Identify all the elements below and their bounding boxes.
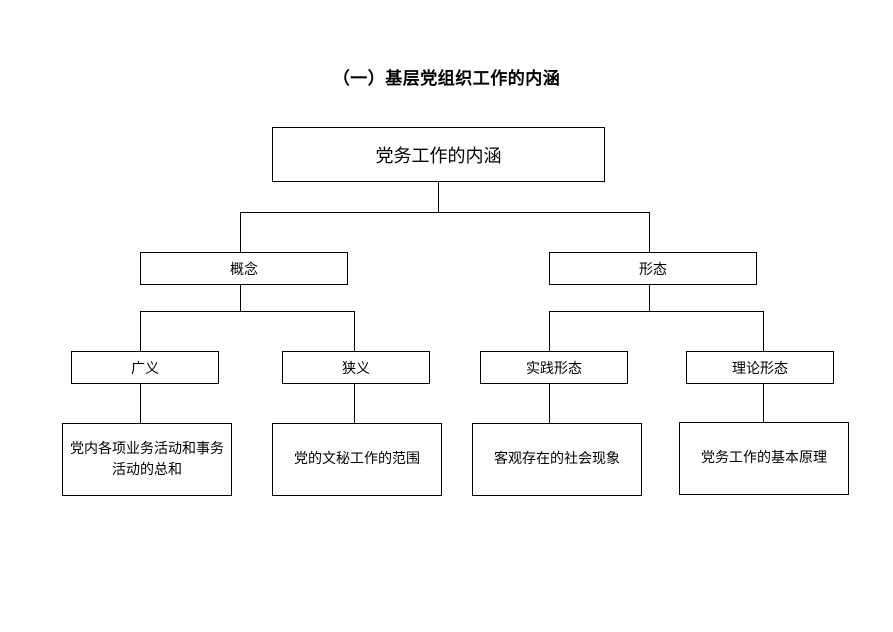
form-node-label: 形态 xyxy=(639,261,667,278)
broad-sense-detail-node: 党内各项业务活动和事务活动的总和 xyxy=(62,423,232,496)
theoretical-form-detail: 党务工作的基本原理 xyxy=(701,450,827,466)
practical-form-detail-node: 客观存在的社会现象 xyxy=(472,423,642,496)
broad-sense-label: 广义 xyxy=(131,360,159,377)
diagram-title: （一）基层党组织工作的内涵 xyxy=(332,69,561,89)
theoretical-form-node: 理论形态 xyxy=(686,351,834,384)
form-node: 形态 xyxy=(549,252,757,285)
narrow-sense-node: 狭义 xyxy=(282,351,430,384)
narrow-sense-detail: 党的文秘工作的范围 xyxy=(294,451,420,467)
narrow-sense-detail-node: 党的文秘工作的范围 xyxy=(272,423,442,496)
theoretical-form-detail-node: 党务工作的基本原理 xyxy=(679,422,849,495)
root-node: 党务工作的内涵 xyxy=(272,127,605,182)
narrow-sense-label: 狭义 xyxy=(342,360,370,377)
practical-form-node: 实践形态 xyxy=(480,351,628,384)
concept-node-label: 概念 xyxy=(230,261,258,278)
practical-form-label: 实践形态 xyxy=(526,360,582,377)
root-node-label: 党务工作的内涵 xyxy=(375,145,502,167)
theoretical-form-label: 理论形态 xyxy=(732,360,788,377)
concept-node: 概念 xyxy=(140,252,348,285)
practical-form-detail: 客观存在的社会现象 xyxy=(494,451,620,467)
broad-sense-detail: 党内各项业务活动和事务活动的总和 xyxy=(70,440,224,478)
broad-sense-node: 广义 xyxy=(71,351,219,384)
